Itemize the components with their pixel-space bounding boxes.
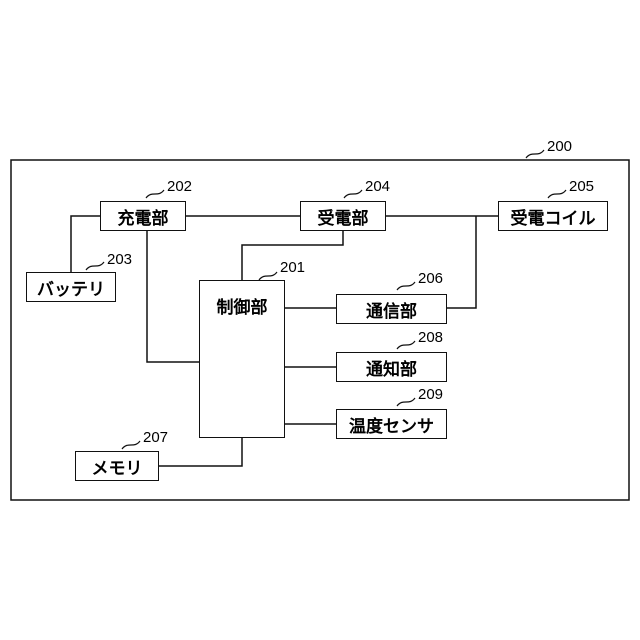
wire-coil-comm — [447, 216, 476, 308]
ref-200: 200 — [547, 138, 572, 155]
ref-205: 205 — [569, 178, 594, 195]
communication-block: 通信部 — [336, 294, 447, 324]
leader-207 — [122, 441, 140, 449]
memory-label: メモリ — [92, 454, 143, 479]
receiving-coil-label: 受電コイル — [511, 204, 596, 229]
ref-202: 202 — [167, 178, 192, 195]
notification-block: 通知部 — [336, 352, 447, 382]
leader-204 — [344, 190, 362, 198]
charger-label: 充電部 — [118, 204, 169, 229]
receiving-coil-block: 受電コイル — [498, 201, 608, 231]
battery-label: バッテリ — [37, 275, 105, 300]
leader-208 — [397, 341, 415, 349]
ref-204: 204 — [365, 178, 390, 195]
battery-block: バッテリ — [26, 272, 116, 302]
ref-208: 208 — [418, 329, 443, 346]
ref-207: 207 — [143, 429, 168, 446]
ref-201: 201 — [280, 259, 305, 276]
controller-label: 制御部 — [217, 293, 268, 318]
power-receiver-label: 受電部 — [318, 204, 369, 229]
controller-block: 制御部 — [199, 280, 285, 438]
wire-charger-battery — [71, 216, 100, 272]
charger-block: 充電部 — [100, 201, 186, 231]
ref-206: 206 — [418, 270, 443, 287]
leader-209 — [397, 398, 415, 406]
ref-209: 209 — [418, 386, 443, 403]
power-receiver-block: 受電部 — [300, 201, 386, 231]
ref-203: 203 — [107, 251, 132, 268]
leader-206 — [397, 282, 415, 290]
leader-203 — [86, 262, 104, 270]
wire-controller-memory — [159, 438, 242, 466]
temperature-sensor-label: 温度センサ — [349, 412, 434, 437]
leader-200 — [526, 150, 544, 158]
memory-block: メモリ — [75, 451, 159, 481]
wire-charger-controller — [147, 231, 199, 362]
notification-label: 通知部 — [366, 355, 417, 380]
leader-201 — [259, 272, 277, 280]
leader-202 — [146, 190, 164, 198]
leader-205 — [548, 190, 566, 198]
temperature-sensor-block: 温度センサ — [336, 409, 447, 439]
communication-label: 通信部 — [366, 297, 417, 322]
